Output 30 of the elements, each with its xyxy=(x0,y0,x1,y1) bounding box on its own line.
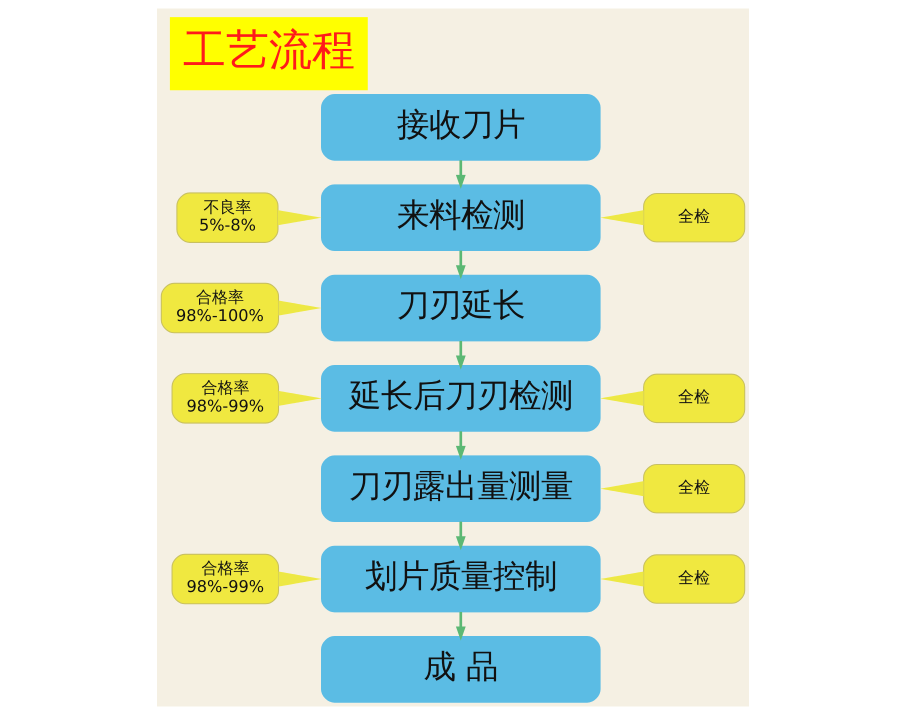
node-box: 划片质量控制 xyxy=(321,546,601,612)
arrow xyxy=(456,160,466,189)
arrow xyxy=(456,250,466,280)
arrow xyxy=(456,522,466,550)
diagram-title: 工艺流程 xyxy=(182,25,355,76)
arrow xyxy=(456,612,466,641)
node-box: 来料检测 xyxy=(321,184,601,252)
arrow xyxy=(456,340,466,370)
node-box: 成 品 xyxy=(321,636,601,703)
node-box: 延长后刀刃检测 xyxy=(321,365,601,432)
node-box: 合格率 98%-99% xyxy=(172,554,280,604)
arrow xyxy=(456,431,466,460)
node-box: 全检 xyxy=(643,192,746,242)
node-box: 全检 xyxy=(643,554,746,604)
connector xyxy=(278,572,322,587)
node-box: 刀刃延长 xyxy=(321,274,601,342)
connector xyxy=(600,481,644,496)
connector xyxy=(278,300,322,316)
connector xyxy=(278,210,322,226)
connector xyxy=(600,390,644,406)
connector xyxy=(278,390,322,406)
node-box: 接收刀片 xyxy=(321,94,601,161)
node-box: 合格率 98%-99% xyxy=(172,373,280,424)
node-box: 全检 xyxy=(643,374,746,424)
connector xyxy=(600,210,644,226)
node-box: 合格率 98%-100% xyxy=(160,282,280,334)
node-box: 刀刃露出量测量 xyxy=(321,455,601,522)
node-box: 全检 xyxy=(643,464,746,514)
connector xyxy=(600,572,644,587)
node-box: 不良率 5%-8% xyxy=(176,192,279,243)
